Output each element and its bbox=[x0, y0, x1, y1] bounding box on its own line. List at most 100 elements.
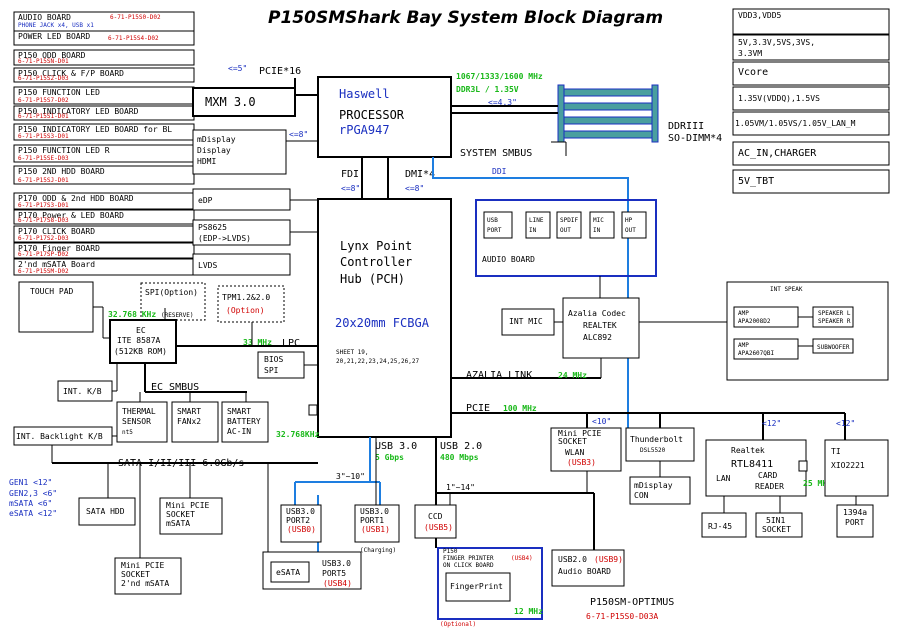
svg-text:(USB4): (USB4) bbox=[511, 555, 533, 562]
svg-text:(USB3): (USB3) bbox=[567, 458, 596, 467]
audio-jack bbox=[589, 211, 615, 239]
mxm-length: <=5" bbox=[228, 64, 247, 73]
lpc-label: LPC bbox=[282, 338, 300, 349]
ps8625-name: PS8625 bbox=[198, 223, 227, 232]
svg-text:(USB4): (USB4) bbox=[323, 579, 352, 588]
svg-text:AC-IN: AC-IN bbox=[227, 427, 251, 436]
svg-text:CCD: CCD bbox=[428, 512, 443, 521]
spi-label: SPI(Option) bbox=[145, 288, 198, 297]
svg-text:PORT1: PORT1 bbox=[360, 516, 384, 525]
svg-text:Mini PCIE: Mini PCIE bbox=[166, 501, 210, 510]
board-part: 6-71-P17S3-D01 bbox=[18, 202, 69, 209]
bios-box bbox=[257, 351, 305, 379]
codec-model: ALC892 bbox=[583, 333, 612, 342]
ti-length: <12" bbox=[836, 419, 855, 428]
rail-box-5vtbt bbox=[732, 169, 890, 194]
bios-label: BIOS bbox=[264, 355, 283, 364]
sata-esata: eSATA <12" bbox=[9, 509, 57, 518]
rj45-box bbox=[701, 512, 747, 538]
sata-label: SATA I/II/III 6.0Gb/s bbox=[118, 458, 244, 469]
svg-text:THERMAL: THERMAL bbox=[122, 407, 156, 416]
fingerprint-label: FingerPrint bbox=[450, 582, 503, 591]
mxm-label: MXM 3.0 bbox=[205, 95, 256, 109]
display-mdp: mDisplay bbox=[197, 135, 236, 144]
usb9-box bbox=[551, 549, 625, 587]
svg-text:Mini PCIE: Mini PCIE bbox=[558, 429, 602, 438]
svg-text:PORT2: PORT2 bbox=[286, 516, 310, 525]
model-part: 6-71-P15S0-D03A bbox=[586, 612, 658, 621]
ddr-type: DDR3L / 1.35V bbox=[456, 85, 519, 94]
svg-text:(Charging): (Charging) bbox=[360, 547, 396, 554]
board-part: 6-71-P17SP-D02 bbox=[18, 251, 69, 258]
usb-port1-box bbox=[354, 504, 400, 543]
svg-text:TI: TI bbox=[831, 447, 841, 456]
display-hdmi: HDMI bbox=[197, 157, 216, 166]
dimm-count: SO-DIMM*4 bbox=[668, 133, 722, 144]
battery-box bbox=[221, 401, 269, 443]
sata-gen23: GEN2,3 <6" bbox=[9, 489, 57, 498]
dimm-slots bbox=[557, 84, 659, 143]
board-name: P150 ODD BOARD bbox=[18, 51, 86, 60]
dmi-label: DMI*4 bbox=[405, 169, 435, 180]
tbt-mdp-box bbox=[629, 476, 691, 505]
int-mic-box bbox=[501, 308, 555, 336]
lvds-label: LVDS bbox=[198, 261, 217, 270]
board-box bbox=[13, 209, 195, 225]
lpc-speed: 33 MHz bbox=[243, 338, 272, 347]
wlan-length: <10" bbox=[592, 417, 611, 426]
board-part: 6-71-P15S4-D02 bbox=[108, 35, 159, 42]
svg-text:SPEAKER R: SPEAKER R bbox=[818, 318, 851, 325]
board-part: 6-71-P15SM-D02 bbox=[18, 268, 69, 275]
audio-board-label: AUDIO BOARD bbox=[482, 255, 535, 264]
board-name: P170 ODD & 2nd HDD BOARD bbox=[18, 194, 134, 203]
pch-name-3: Hub (PCH) bbox=[340, 272, 405, 286]
smbus-label: SYSTEM SMBUS bbox=[460, 148, 532, 159]
sata-gen1: GEN1 <12" bbox=[9, 478, 52, 487]
thunderbolt-label: Thunderbolt bbox=[630, 435, 683, 444]
svg-text:(USB1): (USB1) bbox=[361, 525, 390, 534]
svg-text:CON: CON bbox=[634, 491, 649, 500]
touchpad-label: TOUCH PAD bbox=[30, 287, 74, 296]
azalia-speed: 24 MHz bbox=[558, 371, 587, 380]
audio-jack-label: SPDIF bbox=[560, 217, 578, 224]
ec-smbus-label: EC SMBUS bbox=[151, 382, 199, 393]
sata-hdd-label: SATA HDD bbox=[86, 507, 125, 516]
audio-jack-label: IN bbox=[529, 227, 537, 234]
pcie-label: PCIE bbox=[466, 403, 490, 414]
board-part: 6-71-P15S1-D01 bbox=[18, 113, 69, 120]
board-name: POWER LED BOARD bbox=[18, 32, 90, 41]
ddi-link bbox=[432, 157, 629, 428]
speaker-label: INT SPEAK bbox=[770, 286, 803, 293]
svg-text:SOCKET: SOCKET bbox=[121, 570, 150, 579]
amp1-model: APA2008D2 bbox=[738, 318, 771, 325]
ddr-length: <=4.3" bbox=[488, 98, 517, 107]
svg-text:SPEAKER L: SPEAKER L bbox=[818, 310, 851, 317]
svg-text:12 MHz: 12 MHz bbox=[514, 607, 543, 616]
audio-jack-label: OUT bbox=[560, 227, 571, 234]
ccd-box bbox=[414, 504, 457, 539]
rail-vcore: Vcore bbox=[738, 67, 768, 78]
svg-text:SOCKET: SOCKET bbox=[558, 437, 587, 446]
diagram-title: P150SMShark Bay System Block Diagram bbox=[268, 8, 663, 28]
svg-text:USB3.0: USB3.0 bbox=[322, 559, 351, 568]
ec-clock: 32.768 KHz bbox=[108, 310, 156, 319]
card-socket-box bbox=[755, 512, 803, 538]
cpu-box bbox=[317, 76, 452, 158]
rail-acin: AC_IN,CHARGER bbox=[738, 148, 817, 159]
ec-model: ITE 8587A bbox=[117, 336, 161, 345]
svg-text:mDisplay: mDisplay bbox=[634, 481, 673, 490]
board-name: 2'nd mSATA Board bbox=[18, 260, 95, 269]
card-reader-box bbox=[705, 439, 807, 497]
audio-jack-label: PORT bbox=[487, 227, 502, 234]
card-length: <12" bbox=[762, 419, 781, 428]
audio-jack-label: LINE bbox=[529, 217, 544, 224]
wlan-box bbox=[550, 427, 622, 472]
svg-text:2'nd mSATA: 2'nd mSATA bbox=[121, 579, 169, 588]
svg-text:FANx2: FANx2 bbox=[177, 417, 201, 426]
lvds-box bbox=[192, 253, 291, 276]
audio-jack-label: HP bbox=[625, 217, 633, 224]
pcie-speed: 100 MHz bbox=[503, 404, 537, 413]
board-part: 6-71-P17S8-D03 bbox=[18, 217, 69, 224]
rail-box-1v05 bbox=[732, 111, 890, 136]
